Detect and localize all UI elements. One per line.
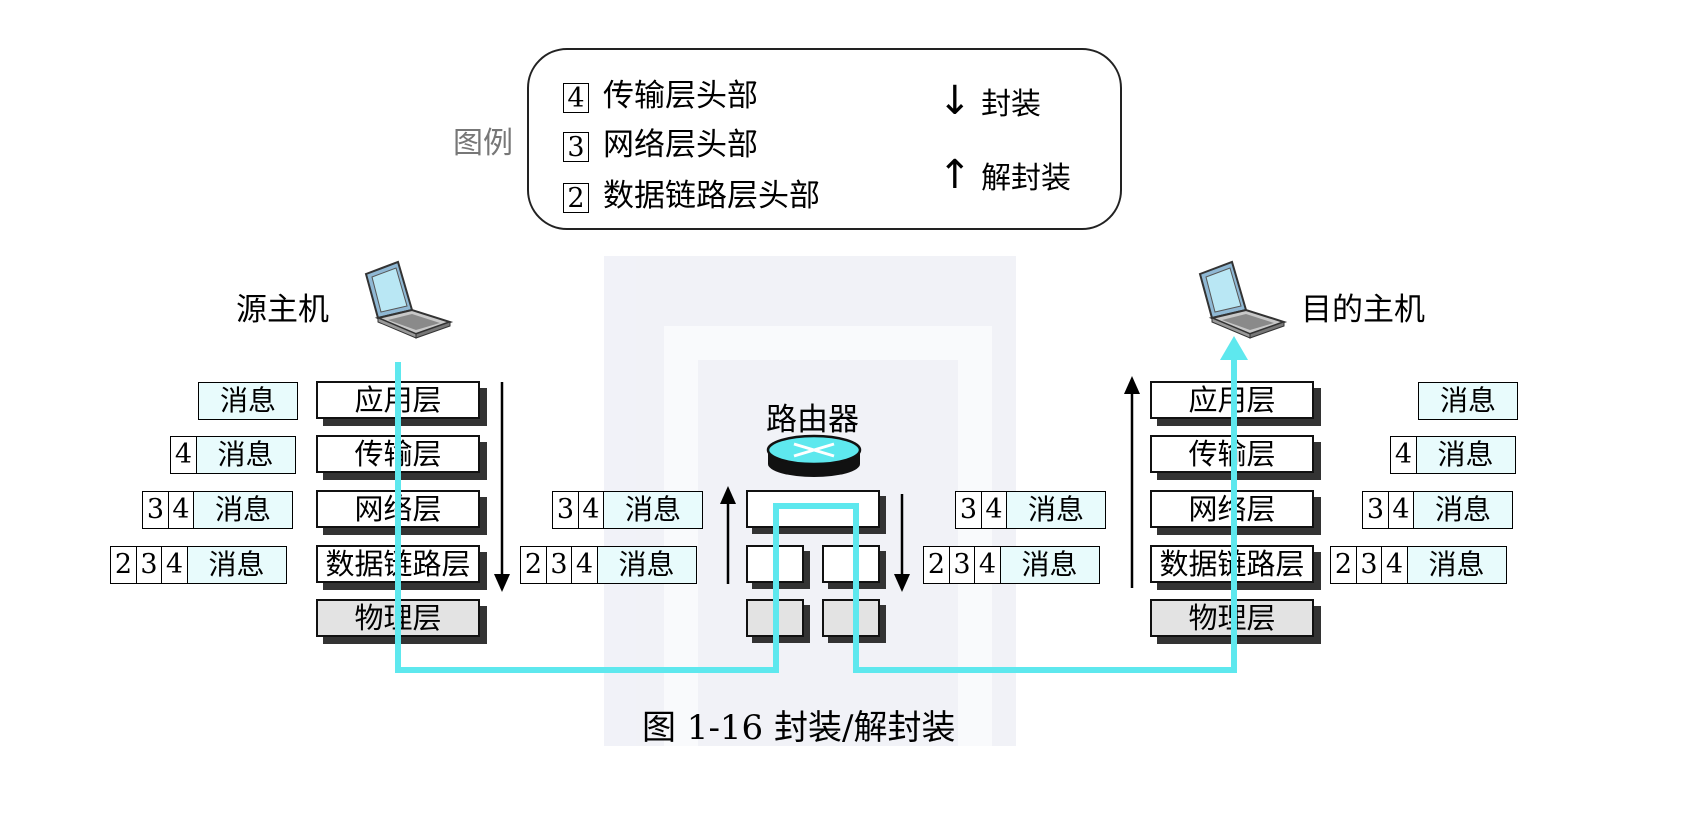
packet-app: 消息 <box>198 382 298 420</box>
header-4: 4 <box>1387 491 1415 529</box>
header-2: 2 <box>923 546 950 584</box>
source-host-label: 源主机 <box>236 292 329 328</box>
header-4: 4 <box>1390 436 1417 474</box>
header-4: 4 <box>980 491 1008 529</box>
header-3: 3 <box>1355 546 1383 584</box>
legend-label: 传输层头部 <box>603 78 758 114</box>
header-4: 4 <box>1381 546 1408 584</box>
legend-decapsulate: ↑ 解封装 <box>938 152 1071 198</box>
packet-transport: 4 消息 <box>170 436 296 474</box>
dest-packet-network: 3 4 消息 <box>1362 491 1513 529</box>
packet-network: 3 4 消息 <box>142 491 293 529</box>
legend-label: 数据链路层头部 <box>603 178 820 214</box>
header-4: 4 <box>161 546 188 584</box>
dest-laptop-icon <box>1198 260 1288 339</box>
header-3: 3 <box>948 546 976 584</box>
packet-datalink: 2 3 4 消息 <box>110 546 287 584</box>
message-cell: 消息 <box>596 546 697 584</box>
message-cell: 消息 <box>999 546 1100 584</box>
arrow-down-icon: ↓ <box>938 78 972 124</box>
message-cell: 消息 <box>1413 491 1513 529</box>
router-in-packet-datalink: 2 3 4 消息 <box>520 546 697 584</box>
header-4: 4 <box>170 436 197 474</box>
message-cell: 消息 <box>195 436 296 474</box>
legend-encapsulate: ↓ 封装 <box>938 78 1041 124</box>
message-cell: 消息 <box>1415 436 1516 474</box>
legend-caption: 图例 <box>453 126 513 161</box>
legend-arrow-label: 封装 <box>981 87 1042 122</box>
dest-host-label: 目的主机 <box>1301 292 1425 328</box>
flow-overlay <box>395 336 1248 673</box>
router-out-packet-datalink: 2 3 4 消息 <box>923 546 1100 584</box>
header-3: 3 <box>552 491 579 529</box>
message-cell: 消息 <box>1406 546 1507 584</box>
arrow-up-icon: ↑ <box>938 152 972 198</box>
header-3: 3 <box>142 491 169 529</box>
router-datalink-out <box>822 545 880 583</box>
message-cell: 消息 <box>1006 491 1106 529</box>
figure-caption: 图 1-16 封装/解封装 <box>642 708 956 748</box>
message-cell: 消息 <box>603 491 703 529</box>
data-path <box>395 352 1237 673</box>
legend-item-transport: 4 传输层头部 <box>563 70 758 115</box>
header-4: 4 <box>577 491 605 529</box>
message-cell: 消息 <box>198 382 298 420</box>
router-out-packet-network: 3 4 消息 <box>955 491 1106 529</box>
header-2: 2 <box>1330 546 1357 584</box>
router-physical-out <box>822 599 880 637</box>
header-2: 2 <box>520 546 547 584</box>
message-cell: 消息 <box>193 491 293 529</box>
source-laptop-icon <box>364 260 454 339</box>
header-3: 3 <box>1362 491 1389 529</box>
router-in-packet-network: 3 4 消息 <box>552 491 703 529</box>
header-2: 2 <box>110 546 137 584</box>
legend-item-datalink: 2 数据链路层头部 <box>563 170 820 215</box>
legend-item-network: 3 网络层头部 <box>563 119 758 164</box>
header-3: 3 <box>135 546 163 584</box>
message-cell: 消息 <box>186 546 287 584</box>
legend-num: 4 <box>563 82 589 113</box>
dest-packet-app: 消息 <box>1418 382 1518 420</box>
legend-arrow-label: 解封装 <box>981 161 1072 196</box>
message-cell: 消息 <box>1418 382 1518 420</box>
dest-packet-transport: 4 消息 <box>1390 436 1516 474</box>
legend-num: 2 <box>563 182 589 213</box>
data-path-arrowhead <box>1220 336 1248 360</box>
router-icon <box>766 434 862 477</box>
router-label: 路由器 <box>766 402 859 438</box>
legend-num: 3 <box>563 131 589 162</box>
legend-label: 网络层头部 <box>603 127 758 163</box>
header-4: 4 <box>571 546 598 584</box>
legend-box <box>527 48 1122 230</box>
dest-packet-datalink: 2 3 4 消息 <box>1330 546 1507 584</box>
